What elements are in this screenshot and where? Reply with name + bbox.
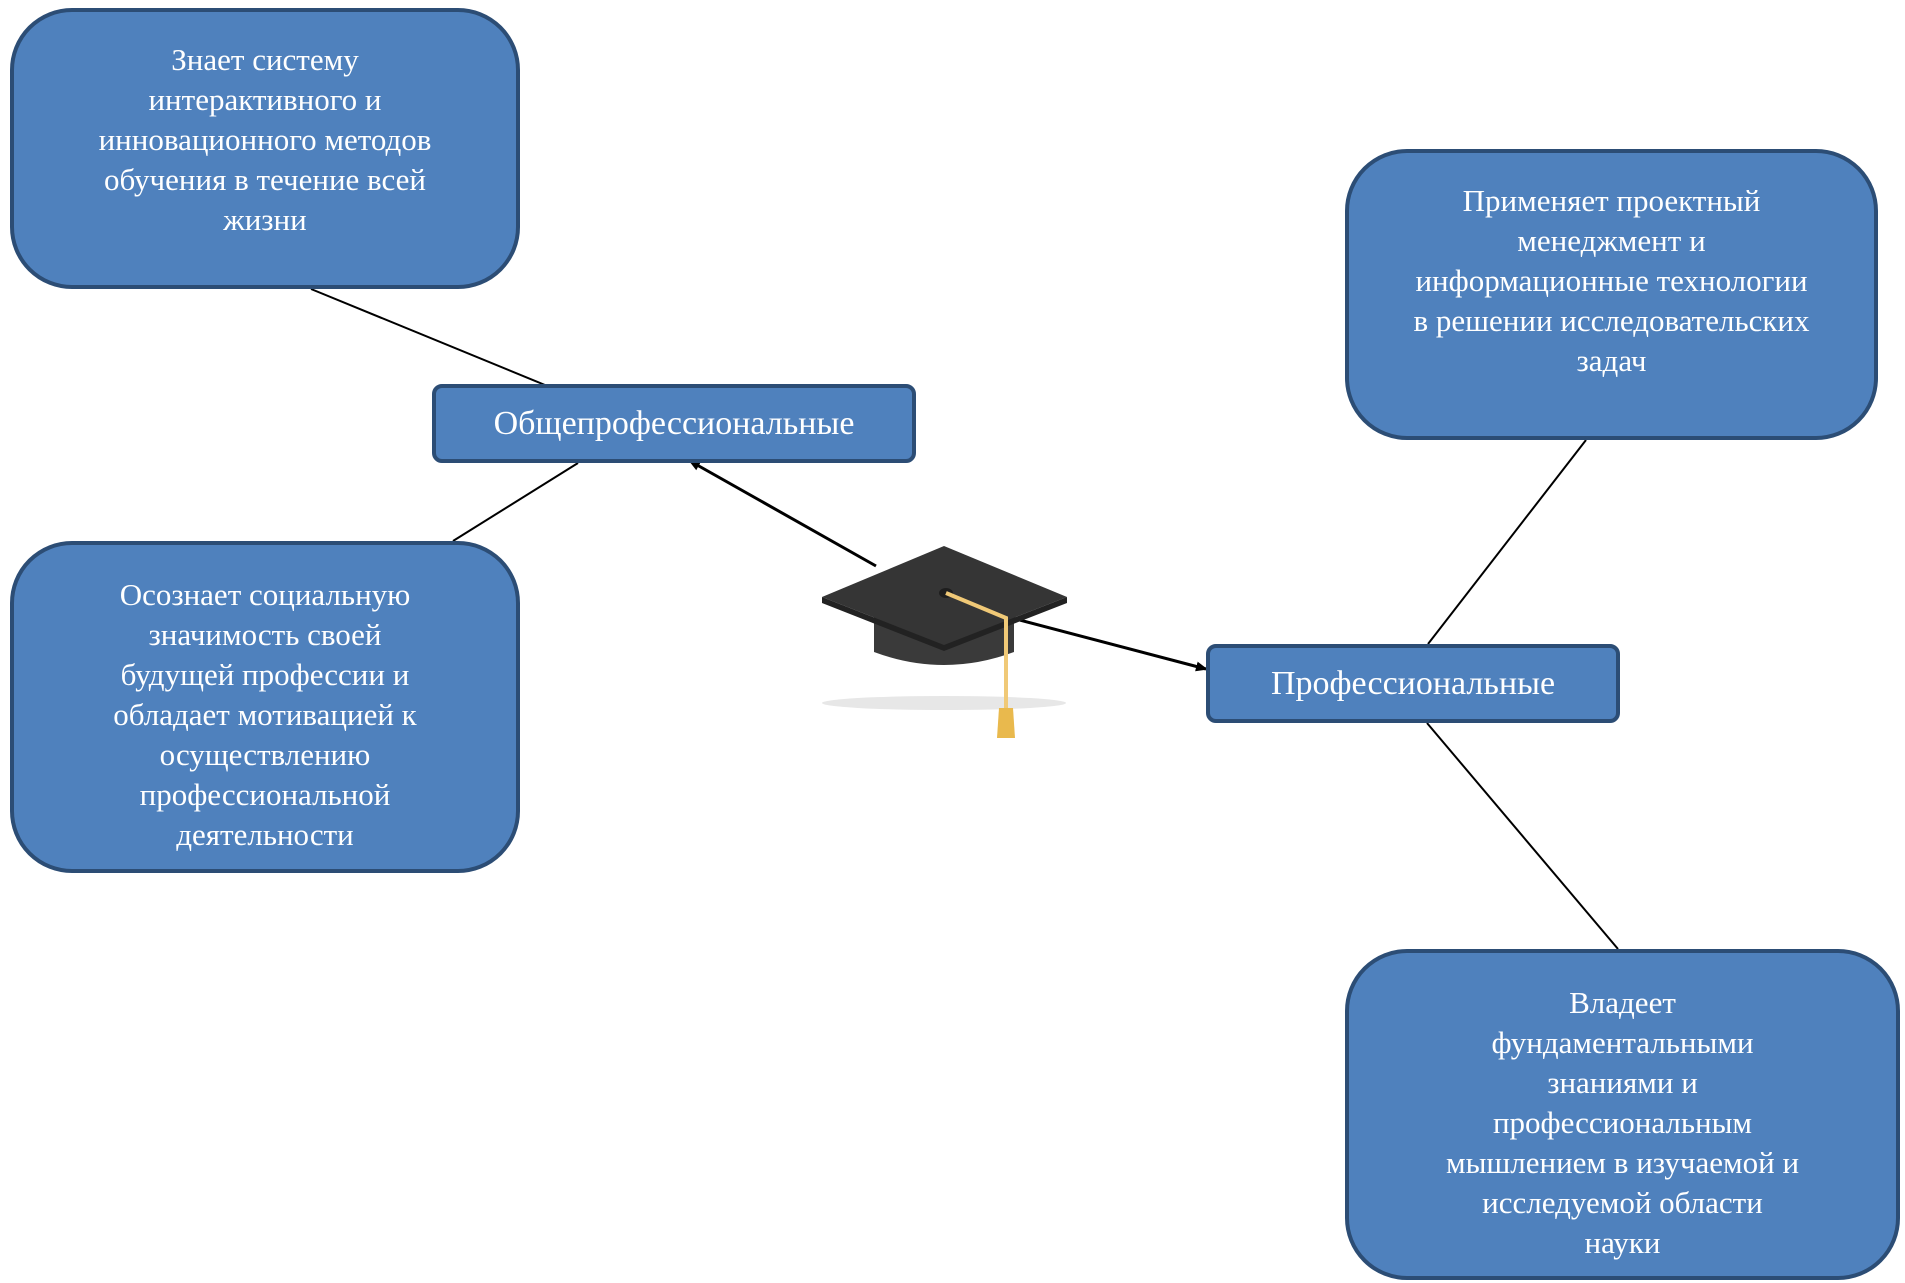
competency-project-management: Применяет проектный менеджмент и информа… (1345, 149, 1878, 440)
competency-fundamental-knowledge: Владеет фундаментальными знаниями и проф… (1345, 949, 1900, 1280)
category-general-label: Общепрофессиональные (493, 404, 855, 442)
connector-social-general (452, 462, 579, 542)
arrow-to-general (688, 459, 877, 568)
category-general-professional: Общепрофессиональные (432, 384, 916, 463)
competency-social-significance: Осознает социальную значимость своей буд… (10, 541, 520, 873)
competency-social-text: Осознает социальную значимость своей буд… (113, 577, 417, 852)
competency-fundamental-text: Владеет фундаментальными знаниями и проф… (1445, 985, 1800, 1260)
competency-project-text: Применяет проектный менеджмент и информа… (1413, 183, 1810, 378)
connector-fundamental-professional (1426, 722, 1619, 950)
arrow-to-professional (1011, 616, 1208, 672)
category-professional: Профессиональные (1206, 644, 1620, 723)
connector-lifelong-general (310, 288, 546, 386)
competency-lifelong-text: Знает систему интерактивного и инновацио… (98, 42, 432, 237)
graduation-cap-icon (822, 546, 1067, 738)
competency-lifelong-learning: Знает систему интерактивного и инновацио… (10, 8, 520, 289)
connector-project-professional (1427, 439, 1587, 645)
category-professional-label: Профессиональные (1270, 664, 1556, 702)
